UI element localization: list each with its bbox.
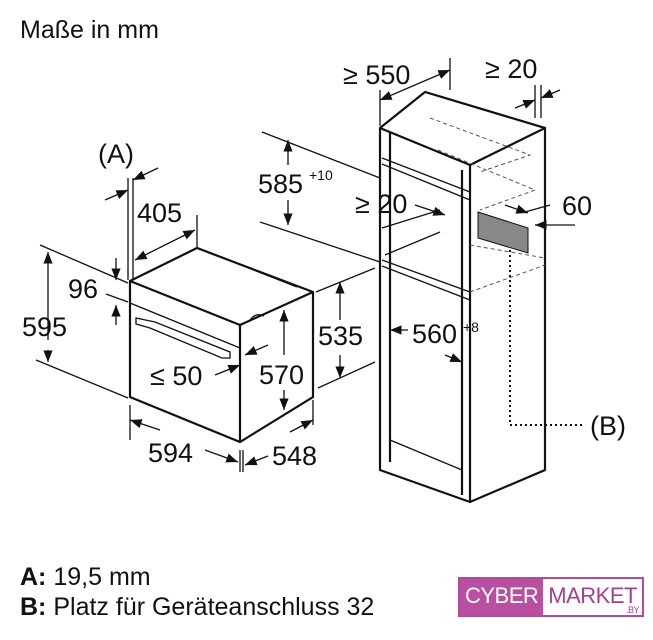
legend-b: B: Platz für Geräteanschluss 32 xyxy=(20,593,374,622)
page-title: Maße in mm xyxy=(20,16,159,44)
dim-550: ≥ 550 xyxy=(343,60,410,90)
label-a: (A) xyxy=(98,139,134,169)
dim-570: 570 xyxy=(259,360,304,390)
dim-535: 535 xyxy=(318,321,363,351)
dim-594: 594 xyxy=(148,438,193,468)
cabinet-drawing xyxy=(378,90,585,504)
logo-suffix: .BY xyxy=(625,605,640,615)
legend-b-key: B: xyxy=(20,593,47,621)
logo-part2-wrap: MARKET.BY xyxy=(543,579,642,615)
dim-20-top: ≥ 20 xyxy=(485,54,537,84)
dim-560: 560 xyxy=(412,319,457,349)
oven-drawing xyxy=(128,246,315,444)
legend-a-text: 19,5 mm xyxy=(53,563,151,591)
dim-96: 96 xyxy=(68,274,98,304)
dim-20-mid: ≥ 20 xyxy=(355,189,407,219)
dim-50: ≤ 50 xyxy=(150,361,202,391)
dim-585-tolerance: +10 xyxy=(309,167,333,183)
legend-a: A: 19,5 mm xyxy=(20,563,151,592)
dim-595: 595 xyxy=(22,312,67,342)
cybermarket-logo: CYBER MARKET.BY xyxy=(458,577,644,617)
dim-60: 60 xyxy=(562,191,592,221)
label-b: (B) xyxy=(590,411,626,441)
cabinet-dimensions xyxy=(259,58,575,363)
dim-585: 585 xyxy=(258,169,303,199)
dim-405: 405 xyxy=(137,198,182,228)
logo-part1: CYBER xyxy=(460,579,544,615)
legend-b-text: Platz für Geräteanschluss 32 xyxy=(53,593,375,621)
dim-548: 548 xyxy=(272,441,317,471)
oven-dimensions xyxy=(35,167,376,472)
legend-a-key: A: xyxy=(20,563,47,591)
logo-part2: MARKET xyxy=(548,583,637,608)
dim-560-tolerance: +8 xyxy=(463,319,479,335)
